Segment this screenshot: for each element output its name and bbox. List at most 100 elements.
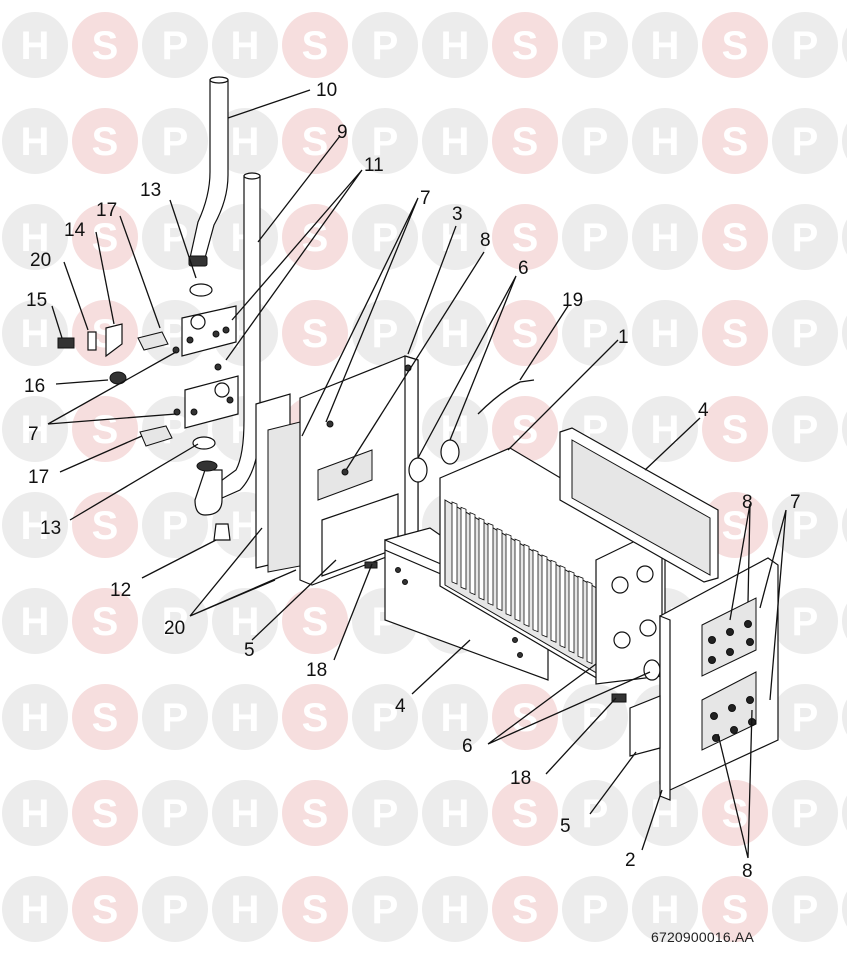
- watermark-letter: S: [512, 216, 539, 260]
- watermark-letter: H: [231, 696, 260, 740]
- watermark-circle: [702, 876, 768, 942]
- watermark-circle: [422, 300, 488, 366]
- callout-14: 14: [64, 220, 86, 241]
- watermark-letter: S: [512, 24, 539, 68]
- watermark-letter: P: [162, 24, 189, 68]
- watermark-circle: [842, 315, 847, 351]
- callout-5: 5: [244, 640, 255, 661]
- exchanger-fin: [469, 512, 476, 596]
- watermark-letter: H: [21, 120, 50, 164]
- watermark-letter: S: [92, 408, 119, 452]
- watermark-letter: P: [162, 696, 189, 740]
- wire-19: [477, 379, 535, 415]
- exchanger-fin: [496, 527, 503, 612]
- watermark-letter: P: [792, 600, 819, 644]
- watermark-letter: S: [512, 312, 539, 356]
- watermark-circle: [2, 492, 68, 558]
- watermark-letter: S: [92, 120, 119, 164]
- exchanger-fin: [559, 565, 566, 649]
- callout-13: 13: [40, 518, 61, 539]
- callout-7: 7: [420, 188, 431, 209]
- watermark-circle: [212, 876, 278, 942]
- watermark-letter: H: [21, 600, 50, 644]
- flange-bottom: [184, 375, 239, 429]
- callout-20: 20: [164, 618, 185, 639]
- watermark-letter: S: [722, 216, 749, 260]
- screw-8: [708, 656, 716, 664]
- watermark-letter: S: [92, 888, 119, 932]
- watermark-circle: [422, 876, 488, 942]
- callout-11: 11: [364, 155, 384, 176]
- watermark-circle: [632, 12, 698, 78]
- screws: [708, 620, 756, 742]
- callout-labels: 10 9 11 13 17 14 20 15 16 7 17 13 12 20 …: [24, 80, 801, 882]
- watermark-circle: [142, 876, 208, 942]
- watermark-letter: H: [651, 312, 680, 356]
- callout-20: 20: [30, 250, 51, 271]
- watermark-letter: H: [651, 888, 680, 932]
- watermark-circle: [142, 684, 208, 750]
- watermark-circle: [422, 12, 488, 78]
- watermark-letter: S: [92, 216, 119, 260]
- watermark-circle: [772, 300, 838, 366]
- watermark-circle: [212, 12, 278, 78]
- watermark-letter: S: [512, 696, 539, 740]
- clip-18-right: [611, 693, 627, 703]
- callout-6: 6: [518, 258, 529, 279]
- callout-18: 18: [510, 768, 531, 789]
- callout-8: 8: [480, 230, 491, 251]
- watermark-circle: [422, 684, 488, 750]
- watermark-letter: H: [441, 792, 470, 836]
- watermark-circle: [562, 300, 628, 366]
- watermark-circle: [72, 108, 138, 174]
- callout-9: 9: [337, 122, 348, 143]
- watermark-letter: H: [21, 408, 50, 452]
- watermark-circle: [632, 108, 698, 174]
- callout-12: 12: [110, 580, 131, 601]
- side-bracket: [255, 393, 301, 573]
- watermark-circle: [772, 588, 838, 654]
- watermark-letter: H: [441, 696, 470, 740]
- watermark-letter: S: [512, 888, 539, 932]
- watermark-circle: [2, 204, 68, 270]
- exchanger-fin: [577, 575, 584, 659]
- watermark-circle: [282, 108, 348, 174]
- watermark-circle: [842, 603, 847, 639]
- watermark-circle: [492, 780, 558, 846]
- watermark-letter: H: [651, 792, 680, 836]
- watermark-circle: [282, 588, 348, 654]
- watermark-letter: H: [21, 696, 50, 740]
- exchanger-fin: [505, 533, 512, 617]
- watermark-circle: [492, 12, 558, 78]
- callout-7: 7: [28, 424, 39, 445]
- callout-7: 7: [790, 492, 801, 513]
- watermark-circle: [702, 108, 768, 174]
- exchanger-fin: [487, 522, 494, 606]
- watermark-circle: [772, 108, 838, 174]
- watermark-circle: [352, 108, 418, 174]
- callout-15: 15: [26, 290, 47, 311]
- watermark-circle: [142, 492, 208, 558]
- watermark-letter: S: [722, 312, 749, 356]
- watermark-circle: [422, 780, 488, 846]
- watermark-letter: S: [512, 792, 539, 836]
- screw-8: [726, 648, 734, 656]
- watermark-letter: P: [792, 792, 819, 836]
- watermark-letter: S: [302, 120, 329, 164]
- small-fittings: [57, 323, 231, 541]
- watermark-letter: P: [372, 888, 399, 932]
- o-ring-13-top: [189, 283, 213, 297]
- watermark-circle: [702, 780, 768, 846]
- watermark-circle: [352, 684, 418, 750]
- watermark-circle: [492, 108, 558, 174]
- watermark-letter: S: [512, 120, 539, 164]
- watermark-circle: [72, 780, 138, 846]
- watermark-letter: H: [441, 24, 470, 68]
- watermark-letter: H: [651, 24, 680, 68]
- watermark-circle: [772, 204, 838, 270]
- watermark-circle: [352, 300, 418, 366]
- leader-lines: [47, 89, 787, 859]
- watermark-circle: [422, 108, 488, 174]
- watermark-letter: H: [441, 888, 470, 932]
- seal-6-c: [643, 659, 661, 681]
